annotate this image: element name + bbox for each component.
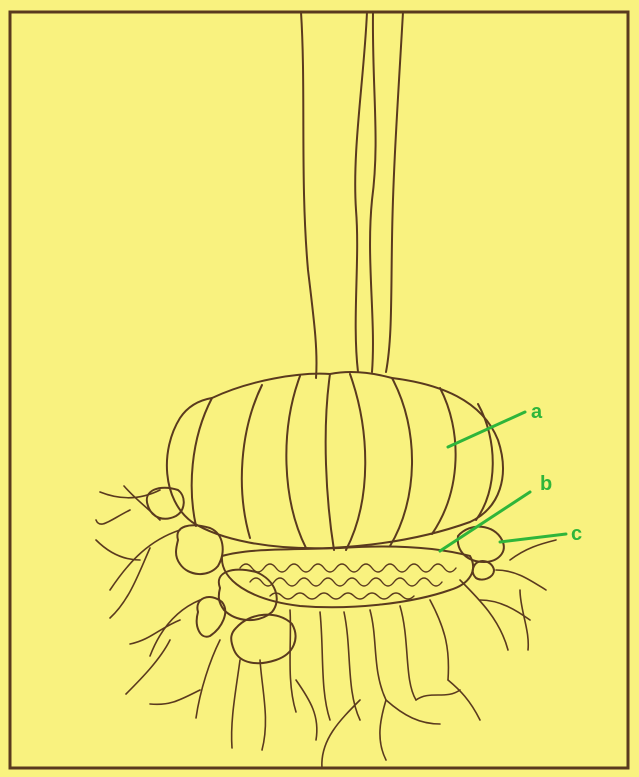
label-c: c — [571, 523, 582, 545]
basal-plate — [222, 546, 473, 607]
label-c-leader — [500, 534, 566, 542]
diagram-border — [10, 12, 628, 768]
label-a-leader — [448, 412, 525, 447]
corm-body — [167, 372, 503, 550]
stem — [301, 12, 403, 378]
cormels — [147, 488, 504, 663]
label-b: b — [540, 473, 552, 495]
label-b-leader — [440, 492, 530, 551]
label-a: a — [531, 401, 543, 423]
